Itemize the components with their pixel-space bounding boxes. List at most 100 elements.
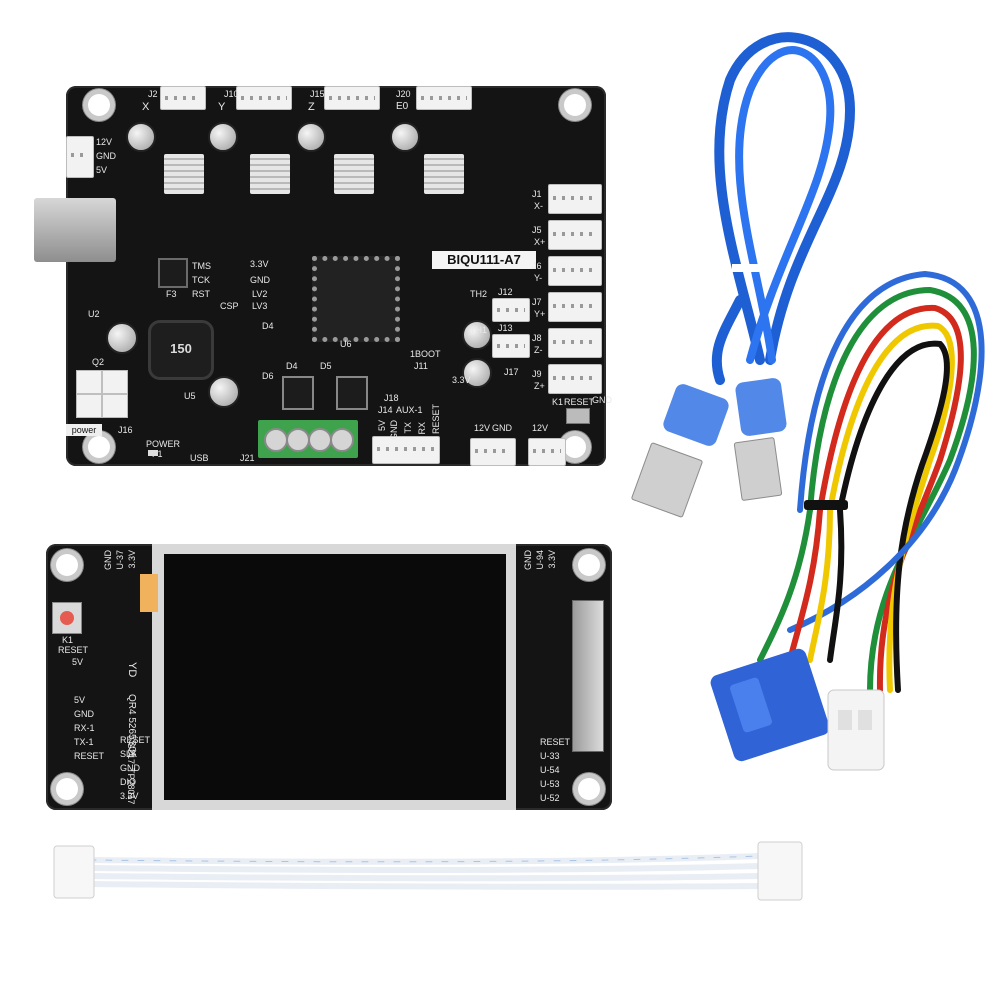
silk-label: U2 [88, 309, 100, 319]
terminal-screw-icon[interactable] [308, 428, 332, 452]
header-connector-e0[interactable] [416, 86, 472, 110]
pin-label: GND [120, 763, 140, 773]
terminal-screw-icon[interactable] [286, 428, 310, 452]
silk-label: J17 [504, 367, 519, 377]
pin-label: DIO [120, 777, 137, 787]
reset-button[interactable] [52, 602, 82, 634]
power-connector[interactable] [76, 370, 128, 418]
connector-id: J2 [148, 89, 158, 99]
axis-label: X- [534, 201, 543, 211]
endstop-connector[interactable] [548, 220, 602, 250]
power-pin-header[interactable] [66, 136, 94, 178]
fan-connector-j13[interactable] [492, 334, 530, 358]
connector-id: J21 [240, 453, 255, 463]
usb-b-port[interactable] [34, 198, 116, 262]
connector-id: J8 [532, 333, 542, 343]
cable-tie [804, 500, 848, 510]
tft-screen[interactable] [152, 544, 516, 810]
silk-label: 5V [377, 420, 387, 432]
reset-button[interactable] [566, 408, 590, 424]
endstop-connector[interactable] [548, 184, 602, 214]
endstop-connector[interactable] [548, 256, 602, 286]
fan-connector[interactable] [528, 438, 566, 466]
silk-label: J12 [498, 287, 513, 297]
capacitor [126, 122, 156, 152]
axis-label: X+ [534, 237, 546, 247]
model-label: BIQU111-A7 [432, 251, 536, 269]
pin-label: U-94 [535, 550, 545, 570]
header-connector-z[interactable] [324, 86, 380, 110]
capacitor [106, 322, 138, 354]
header-connector-x[interactable] [160, 86, 206, 110]
axis-label: Z- [534, 345, 543, 355]
silk-label: TH1 [470, 325, 488, 335]
pin-label: U-37 [115, 550, 125, 570]
silk-label: J18 [384, 393, 399, 403]
axis-label-e0: E0 [396, 101, 409, 112]
usb-b-plug-icon[interactable] [733, 377, 787, 501]
mount-hole [88, 436, 110, 458]
axis-label: Z+ [534, 381, 545, 391]
axis-label-x: X [142, 101, 150, 113]
button-cap-icon[interactable] [60, 611, 74, 625]
endstop-connector[interactable] [548, 364, 602, 394]
silk-label: GND [592, 395, 612, 405]
silk-label: GND [492, 423, 512, 433]
capacitor [462, 358, 492, 388]
silk-label: D4 [262, 321, 274, 331]
mount-hole [564, 94, 586, 116]
pin-label: U-53 [540, 779, 560, 789]
silk-label: LV2 [252, 289, 268, 299]
mount-hole [56, 778, 78, 800]
cable-tie [732, 264, 762, 272]
connector-id: J5 [532, 225, 542, 235]
mount-hole [578, 778, 600, 800]
pin-label: 5V [96, 165, 108, 175]
endstop-connector[interactable] [548, 292, 602, 322]
blue-connector[interactable] [709, 647, 832, 763]
connector-id: J16 [118, 425, 133, 435]
power-led [148, 450, 158, 456]
white-connector[interactable] [827, 689, 885, 771]
boot-label: 1BOOT [410, 349, 441, 359]
mount-hole [564, 436, 586, 458]
axis-label: Y- [534, 273, 543, 283]
silk-label: RESET [58, 645, 89, 655]
usb-cable [631, 32, 856, 518]
usb-a-plug-icon[interactable] [631, 382, 730, 518]
power-led-label: POWER [146, 439, 181, 449]
terminal-screw-icon[interactable] [264, 428, 288, 452]
sd-card-slot[interactable] [572, 600, 604, 752]
pin-label: RX-1 [74, 723, 95, 733]
mount-hole [578, 554, 600, 576]
pin-label: GND [74, 709, 94, 719]
silk-label: Q2 [92, 357, 105, 367]
terminal-screw-icon[interactable] [330, 428, 354, 452]
aux-connector[interactable] [372, 436, 440, 464]
connector-id: J1 [532, 189, 542, 199]
endstop-connector[interactable] [548, 328, 602, 358]
ic-chip [158, 258, 188, 288]
silk-label: 3.3V [250, 259, 269, 269]
inductor: 150 [148, 320, 214, 380]
screen-display-area[interactable] [164, 554, 506, 800]
wire-harness [709, 270, 985, 771]
pin-label: GND [103, 550, 113, 570]
silk-label: K1 [62, 635, 74, 645]
fan-connector[interactable] [470, 438, 516, 466]
pin-label: 3.3V [127, 550, 137, 569]
silk-label: YD [126, 662, 138, 678]
terminal-block[interactable] [258, 420, 358, 458]
fan-connector-j12[interactable] [492, 298, 530, 322]
connector-id: J20 [396, 89, 411, 99]
ribbon-connector-left[interactable] [53, 845, 95, 899]
pin-label: 3.3V [547, 550, 557, 569]
driver-heatsink [250, 154, 290, 194]
silk-label: RESET [564, 397, 595, 407]
ribbon-connector-right[interactable] [757, 841, 803, 901]
power-label-box: power [66, 424, 102, 436]
header-connector-y[interactable] [236, 86, 292, 110]
connector-id: J15 [310, 89, 325, 99]
axis-label-y: Y [218, 101, 226, 113]
connector-id: J14 [378, 405, 393, 415]
